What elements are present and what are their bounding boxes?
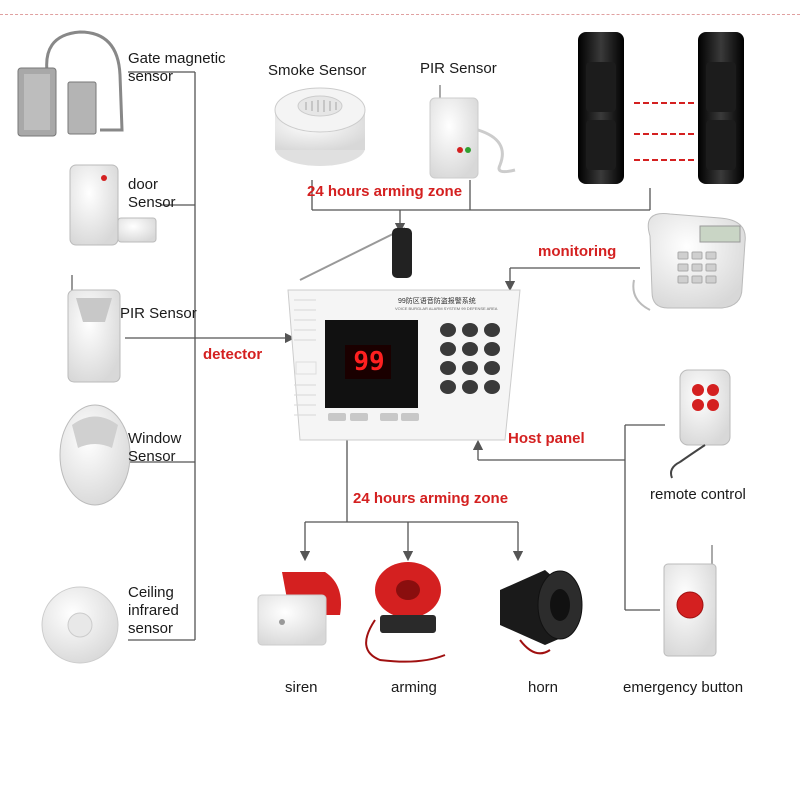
monitoring-label: monitoring	[538, 243, 617, 260]
beam-barrier-left-image	[578, 32, 624, 184]
door-sensor-image	[69, 164, 157, 246]
keypad-key	[440, 361, 456, 375]
ceiling-infrared-sensor-label: Ceiling infrared sensor	[128, 584, 179, 637]
door-sensor-label: door Sensor	[128, 176, 176, 211]
panel-title: 99防区语音防盗报警系统	[398, 298, 476, 305]
window-sensor-image	[59, 404, 131, 506]
keypad-key	[440, 342, 456, 356]
emergency-button-image	[663, 545, 717, 657]
top-dashed-border	[0, 14, 800, 15]
top-arming-zone-label: 24 hours arming zone	[307, 183, 463, 200]
gate-magnetic-sensor-image	[17, 30, 124, 137]
keypad-key	[484, 323, 500, 337]
keypad-key	[440, 380, 456, 394]
remote-control-image	[670, 369, 731, 479]
beam-barrier-right-image	[698, 32, 744, 184]
pir-sensor-top-image	[429, 85, 516, 179]
detector-label: detector	[203, 346, 263, 363]
horn-image	[500, 570, 583, 655]
keypad-key	[462, 323, 478, 337]
keypad-key	[462, 380, 478, 394]
pir-sensor-left-image	[67, 275, 121, 383]
panel-keypad	[440, 323, 500, 394]
siren-label: siren	[285, 679, 318, 696]
smoke-sensor-label: Smoke Sensor	[268, 62, 367, 79]
ceiling-infrared-sensor-image	[41, 586, 119, 664]
host-panel-image	[287, 227, 521, 441]
bottom-arming-zone-label: 24 hours arming zone	[353, 490, 509, 507]
keypad-key	[462, 361, 478, 375]
host-panel-label: Host panel	[508, 430, 585, 447]
window-sensor-label: Window Sensor	[128, 430, 182, 465]
siren-image	[257, 572, 341, 646]
telephone-image	[632, 212, 746, 311]
panel-display: 99	[353, 347, 385, 377]
pir-sensor-left-label: PIR Sensor	[120, 305, 197, 322]
remote-control-label: remote control	[650, 486, 746, 503]
keypad-key	[484, 361, 500, 375]
smoke-sensor-image	[274, 87, 366, 166]
gate-magnetic-sensor-label: Gate magnetic sensor	[128, 50, 226, 85]
arming-label: arming	[391, 679, 437, 696]
beam-dashes	[634, 102, 694, 161]
keypad-key	[484, 380, 500, 394]
connector-lines	[125, 71, 665, 641]
pir-sensor-top-label: PIR Sensor	[420, 60, 497, 77]
panel-subtitle: VOICE BURGLAR ALARM SYSTEM 99 DEFENSE AR…	[395, 306, 498, 311]
horn-label: horn	[528, 679, 559, 696]
keypad-key	[462, 342, 478, 356]
emergency-button-label: emergency button	[623, 679, 744, 696]
arming-speaker-image	[365, 562, 446, 663]
keypad-key	[484, 342, 500, 356]
keypad-key	[440, 323, 456, 337]
